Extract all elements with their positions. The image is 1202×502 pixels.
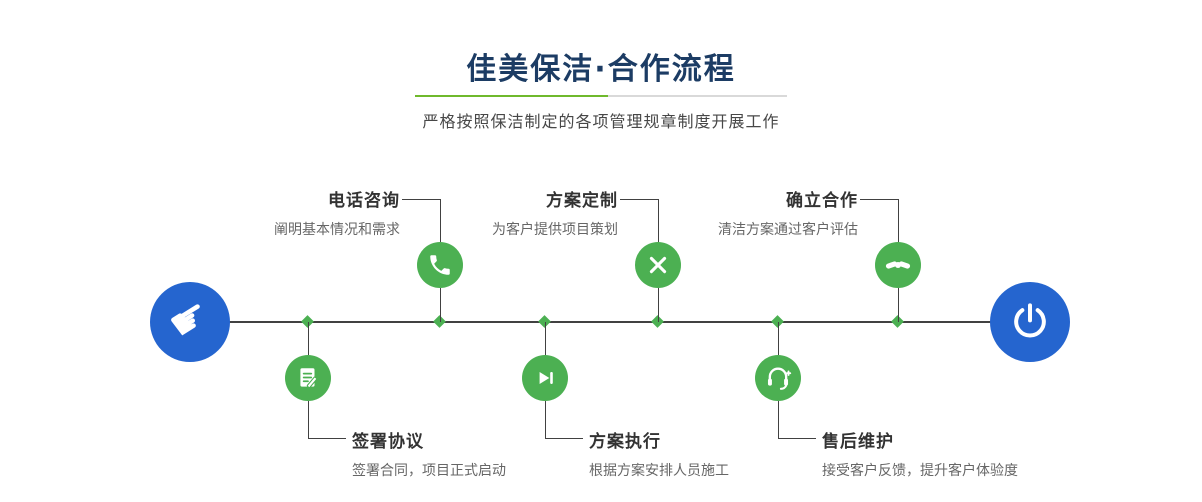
- connector-line: [308, 322, 309, 355]
- step-circle-contract: [285, 355, 331, 401]
- step-circle-handshake: [875, 242, 921, 288]
- connector-line: [545, 401, 546, 438]
- play-execute-icon: [532, 365, 558, 391]
- step-circle-phone: [417, 242, 463, 288]
- divider-green-segment: [415, 95, 609, 97]
- step-block-sign-agreement: 签署协议 签署合同，项目正式启动: [352, 427, 622, 480]
- step-desc: 签署合同，项目正式启动: [352, 463, 506, 479]
- connector-line: [898, 199, 899, 242]
- step-desc: 根据方案安排人员施工: [589, 463, 729, 479]
- title-divider: [415, 95, 787, 97]
- connector-line: [658, 199, 659, 242]
- step-circle-headset: [755, 355, 801, 401]
- page-title: 佳美保洁·合作流程: [466, 52, 736, 87]
- step-label: 确立合作: [786, 191, 858, 211]
- step-label: 方案执行: [589, 432, 661, 452]
- power-icon: [1010, 302, 1050, 342]
- timeline-start-circle: ☛: [150, 282, 230, 362]
- connector-line: [860, 199, 898, 200]
- connector-line: [778, 322, 779, 355]
- page-subtitle: 严格按照保洁制定的各项管理规章制度开展工作: [422, 112, 780, 131]
- step-block-phone-consult: 电话咨询 阐明基本情况和需求: [160, 186, 400, 239]
- connector-line: [778, 438, 816, 439]
- step-label: 方案定制: [546, 191, 618, 211]
- connector-line: [440, 288, 441, 322]
- pencil-ruler-icon: [645, 252, 671, 278]
- connector-line: [440, 199, 441, 242]
- timeline-line: [190, 321, 1030, 323]
- step-label: 售后维护: [822, 432, 894, 452]
- step-label: 签署协议: [352, 432, 424, 452]
- connector-line: [545, 438, 583, 439]
- connector-line: [308, 401, 309, 438]
- step-circle-design: [635, 242, 681, 288]
- step-label: 电话咨询: [328, 191, 400, 211]
- pointing-hand-icon: ☛: [159, 287, 220, 352]
- connector-line: [898, 288, 899, 322]
- step-desc: 为客户提供项目策划: [492, 222, 618, 238]
- step-block-aftersales-maintenance: 售后维护 接受客户反馈，提升客户体验度: [822, 427, 1092, 480]
- step-circle-execute: [522, 355, 568, 401]
- step-desc: 接受客户反馈，提升客户体验度: [822, 463, 1018, 479]
- connector-line: [620, 199, 658, 200]
- connector-line: [545, 322, 546, 355]
- phone-icon: [427, 252, 453, 278]
- step-block-plan-execution: 方案执行 根据方案安排人员施工: [589, 427, 859, 480]
- step-desc: 清洁方案通过客户评估: [718, 222, 858, 238]
- contract-signing-icon: [295, 365, 321, 391]
- headset-support-icon: [764, 364, 792, 392]
- timeline-end-circle: [990, 282, 1070, 362]
- connector-line: [658, 288, 659, 322]
- connector-line: [778, 401, 779, 438]
- connector-line: [308, 438, 346, 439]
- divider-gray-segment: [608, 95, 787, 97]
- step-block-establish-cooperation: 确立合作 清洁方案通过客户评估: [618, 186, 858, 239]
- step-block-plan-customize: 方案定制 为客户提供项目策划: [378, 186, 618, 239]
- step-desc: 阐明基本情况和需求: [274, 222, 400, 238]
- connector-line: [402, 199, 440, 200]
- handshake-icon: [884, 251, 912, 279]
